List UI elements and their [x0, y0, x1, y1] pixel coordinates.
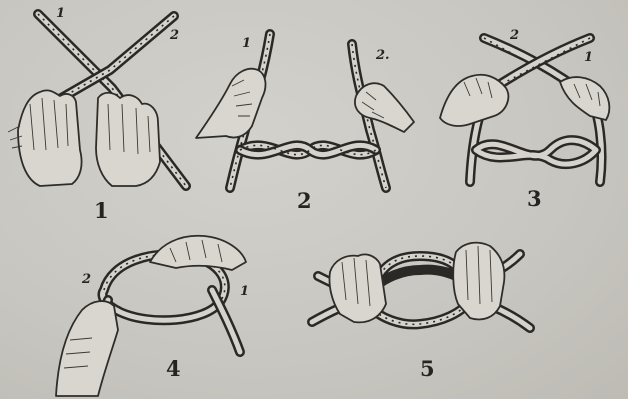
step-1-number: 1: [94, 198, 109, 223]
step-2-end-label-1: 1: [242, 36, 251, 51]
step-5-left-hand: [329, 254, 386, 322]
step-3-right-hand: [560, 77, 609, 120]
step-4-end-label-2: 2: [82, 272, 91, 287]
step-2-left-hand: [196, 69, 265, 138]
step-4-illustration: [56, 236, 246, 396]
step-1-end-label-2: 2: [170, 28, 179, 43]
step-4-lower-hand: [56, 301, 118, 396]
step-1-illustration: [8, 14, 186, 186]
step-5-knot-top: [374, 256, 466, 288]
step-5-right-hand: [453, 243, 504, 320]
step-3-end-label-2: 2: [510, 28, 519, 43]
step-5-illustration: [312, 243, 530, 328]
step-1-left-hand: [8, 90, 82, 186]
step-5-number: 5: [420, 356, 435, 381]
step-4-end-label-1: 1: [240, 284, 249, 299]
step-2-twist: [240, 145, 376, 154]
step-2-end-label-2: 2.: [376, 48, 390, 63]
step-1-end-label-1: 1: [56, 6, 65, 21]
step-3-end-label-1: 1: [584, 50, 593, 65]
step-3-loop: [476, 140, 596, 164]
step-3-left-hand: [440, 75, 508, 126]
step-1-right-hand: [96, 93, 160, 186]
step-4-number: 4: [166, 356, 181, 381]
step-2-number: 2: [297, 188, 312, 213]
step-4-upper-hand: [150, 236, 246, 270]
step-3-number: 3: [527, 186, 542, 211]
